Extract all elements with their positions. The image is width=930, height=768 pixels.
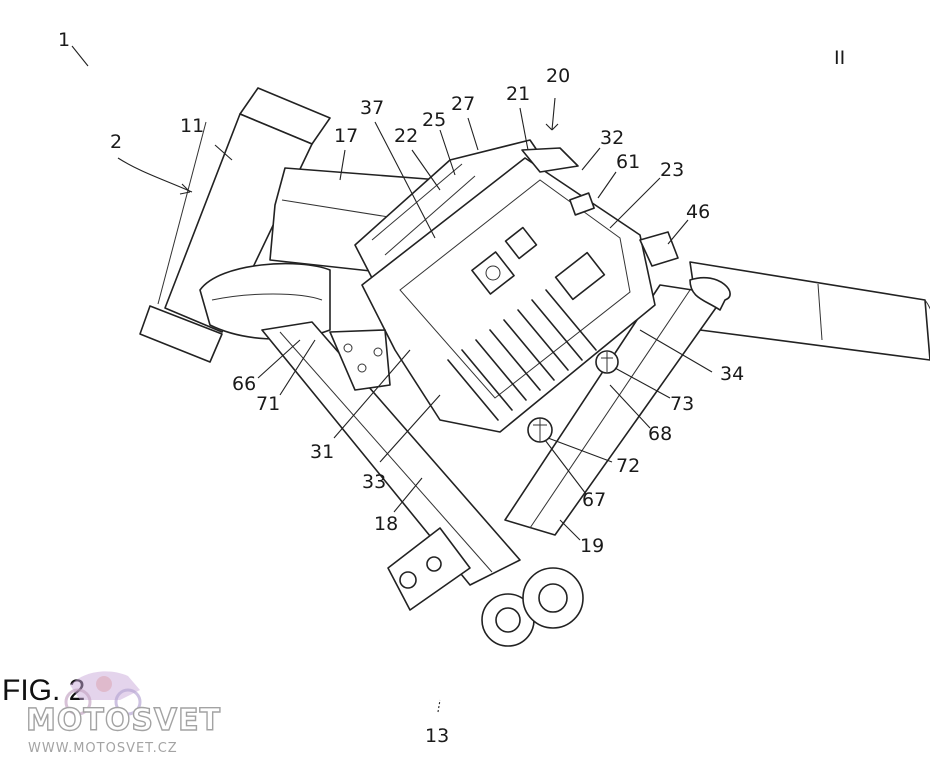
- label-72: 72: [616, 455, 640, 477]
- label-19: 19: [580, 535, 604, 557]
- label-32: 32: [600, 127, 624, 149]
- label-13: 13: [425, 725, 449, 747]
- reference-numerals: 1 2 11 17 37 22 25 27 21 20 32 61 23 46 …: [58, 29, 845, 747]
- label-67: 67: [582, 489, 606, 511]
- label-18: 18: [374, 513, 398, 535]
- label-20: 20: [546, 65, 570, 87]
- watermark-url: WWW.MOTOSVET.CZ: [28, 741, 178, 756]
- bolt-72: [527, 417, 553, 443]
- bolt-73: [595, 350, 619, 374]
- label-68: 68: [648, 423, 672, 445]
- head-pipe-member-11: [139, 87, 331, 363]
- label-46: 46: [686, 201, 710, 223]
- label-73: 73: [670, 393, 694, 415]
- electrical-unit-20: [354, 139, 679, 433]
- motosvet-watermark: MOTOSVET WWW.MOTOSVET.CZ: [25, 671, 221, 756]
- label-37: 37: [360, 97, 384, 119]
- label-17: 17: [334, 125, 358, 147]
- label-27: 27: [451, 93, 475, 115]
- label-21: 21: [506, 83, 530, 105]
- label-61: 61: [616, 151, 640, 173]
- label-34: 34: [720, 363, 744, 385]
- bracket-71: [329, 329, 391, 391]
- lower-frame-tube-18: [261, 321, 521, 586]
- label-1: 1: [58, 29, 70, 51]
- label-2: 2: [110, 131, 122, 153]
- label-33: 33: [362, 471, 386, 493]
- pivot-boss-small: [481, 593, 535, 647]
- left-frame-tube: [199, 262, 331, 340]
- motorcycle-logo-icon: [64, 671, 142, 716]
- watermark-brand: MOTOSVET: [26, 703, 221, 738]
- leader-lines: [71, 45, 713, 713]
- label-11: 11: [180, 115, 204, 137]
- pivot-boss-large: [522, 567, 584, 629]
- label-22: 22: [394, 125, 418, 147]
- label-23: 23: [660, 159, 684, 181]
- label-66: 66: [232, 373, 256, 395]
- heat-sink-fins: [447, 289, 597, 421]
- label-II: II: [834, 47, 845, 69]
- label-31: 31: [310, 441, 334, 463]
- label-25: 25: [422, 109, 446, 131]
- rear-frame-extension: [689, 261, 930, 361]
- lower-bracket: [387, 527, 471, 611]
- label-71: 71: [256, 393, 280, 415]
